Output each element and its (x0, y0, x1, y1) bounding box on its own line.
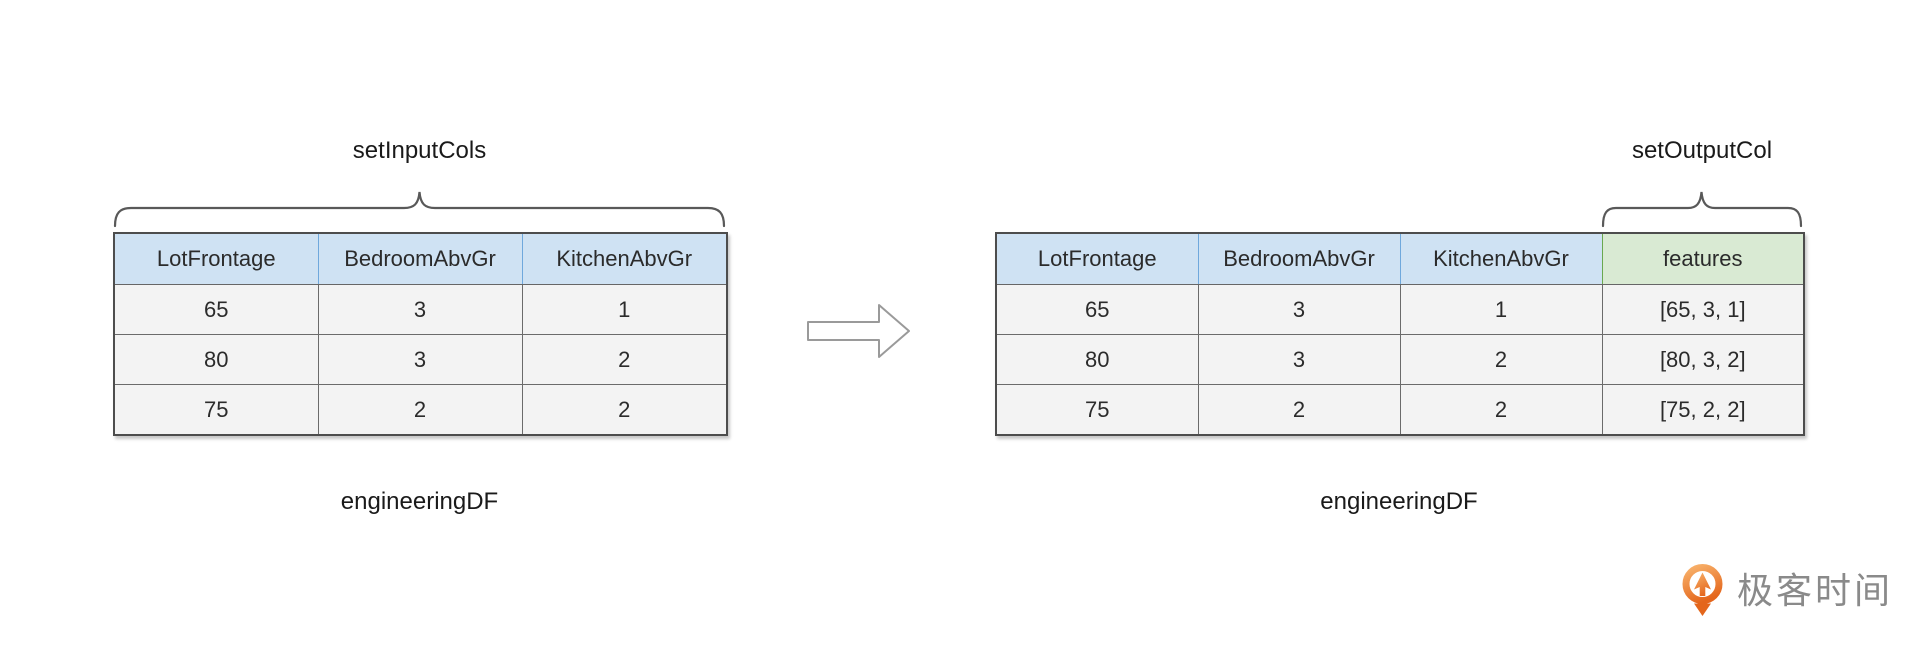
header-row: LotFrontage BedroomAbvGr KitchenAbvGr fe… (995, 232, 1805, 285)
output-col-brace (1601, 191, 1803, 228)
cell: 3 (317, 284, 523, 335)
table-row: 75 2 2 [75, 2, 2] (995, 384, 1805, 436)
cell: 75 (113, 384, 319, 436)
input-cols-brace (113, 191, 726, 228)
cell: 75 (995, 384, 1199, 436)
cell: 2 (521, 384, 728, 436)
cell: 3 (1197, 284, 1401, 335)
table-row: 80 3 2 (113, 334, 728, 385)
table-row: 75 2 2 (113, 384, 728, 436)
cell: 65 (995, 284, 1199, 335)
output-dataframe-table: LotFrontage BedroomAbvGr KitchenAbvGr fe… (995, 232, 1805, 436)
cell: 2 (1399, 334, 1603, 385)
set-input-cols-label: setInputCols (352, 137, 487, 164)
cell: 3 (317, 334, 523, 385)
header-row: LotFrontage BedroomAbvGr KitchenAbvGr (113, 232, 728, 285)
column-header-kitchenabvgr: KitchenAbvGr (521, 232, 728, 285)
cell-features-vector: [65, 3, 1] (1601, 284, 1805, 335)
set-output-col-label: setOutputCol (1631, 137, 1773, 164)
cell: 80 (113, 334, 319, 385)
geektime-logo: 极客时间 (1681, 560, 1893, 622)
geektime-logo-text: 极客时间 (1737, 570, 1894, 611)
column-header-bedroomabvgr: BedroomAbvGr (1197, 232, 1401, 285)
transform-arrow-icon (807, 304, 910, 358)
column-header-features: features (1601, 232, 1805, 285)
cell: 80 (995, 334, 1199, 385)
table-row: 80 3 2 [80, 3, 2] (995, 334, 1805, 385)
table-row: 65 3 1 (113, 284, 728, 335)
cell: 3 (1197, 334, 1401, 385)
column-header-kitchenabvgr: KitchenAbvGr (1399, 232, 1603, 285)
geektime-logo-icon (1682, 564, 1723, 616)
cell: 1 (1399, 284, 1603, 335)
cell: 1 (521, 284, 728, 335)
left-dataframe-caption: engineeringDF (340, 488, 499, 515)
cell: 2 (1399, 384, 1603, 436)
cell: 2 (1197, 384, 1401, 436)
cell: 2 (317, 384, 523, 436)
cell-features-vector: [80, 3, 2] (1601, 334, 1805, 385)
column-header-lotfrontage: LotFrontage (995, 232, 1199, 285)
right-dataframe-caption: engineeringDF (1320, 488, 1478, 515)
cell-features-vector: [75, 2, 2] (1601, 384, 1805, 436)
cell: 2 (521, 334, 728, 385)
table-row: 65 3 1 [65, 3, 1] (995, 284, 1805, 335)
column-header-bedroomabvgr: BedroomAbvGr (317, 232, 523, 285)
column-header-lotfrontage: LotFrontage (113, 232, 319, 285)
cell: 65 (113, 284, 319, 335)
input-dataframe-table: LotFrontage BedroomAbvGr KitchenAbvGr 65… (113, 232, 728, 436)
